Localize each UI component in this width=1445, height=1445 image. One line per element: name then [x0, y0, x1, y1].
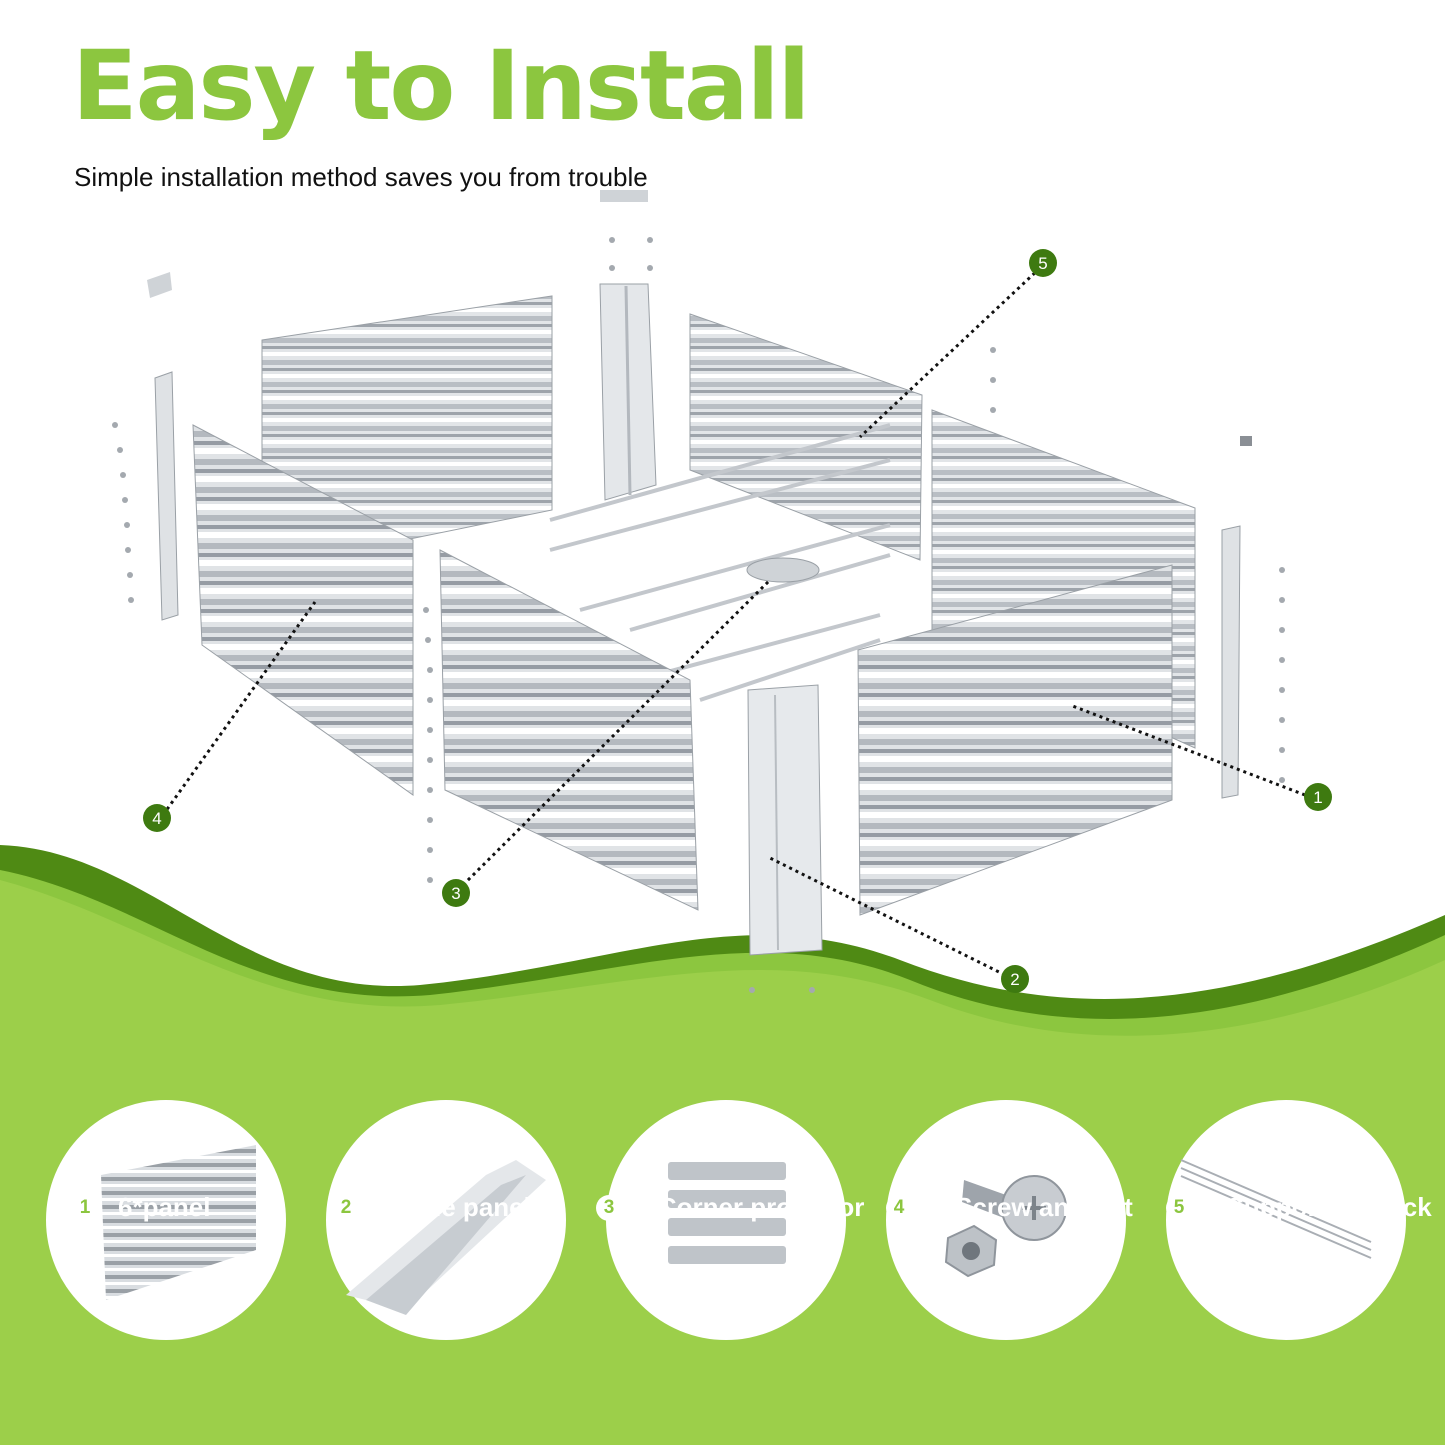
- post-cap-left: [147, 272, 172, 298]
- callout-2: 2: [1001, 965, 1029, 993]
- panel-front-right: [857, 564, 1173, 916]
- callout-1: 1: [1304, 783, 1332, 811]
- corner-protector-icon: [668, 1162, 786, 1264]
- part-number-3: 3: [596, 1194, 622, 1221]
- part-thumb-corner-protector: [606, 1100, 846, 1340]
- part-number-1: 1: [72, 1194, 98, 1221]
- part-number-5: 5: [1166, 1194, 1192, 1221]
- part-label-corner-protector: 3 4* Corner protector: [596, 1192, 864, 1223]
- part-text-corner-protector: 4* Corner protector: [626, 1192, 865, 1222]
- support-center-bracket: [746, 557, 820, 583]
- callout-3-number: 3: [451, 884, 460, 903]
- side-post-left: [154, 371, 179, 621]
- part-text-screw-nut: 80*Screw and nut: [916, 1192, 1133, 1222]
- leader-lines: [161, 266, 1306, 977]
- part-thumb-side-panel: [326, 1100, 566, 1340]
- part-thumb-panel: [46, 1100, 286, 1340]
- part-label-side-panel: 2 4* Side panel: [333, 1192, 531, 1223]
- corrugated-panel-icon: [101, 1145, 256, 1300]
- screw-dots: [112, 237, 1285, 993]
- side-panel-icon: [346, 1160, 546, 1315]
- part-thumb-supporting-stick: [1166, 1100, 1406, 1340]
- supporting-stick-icon: [1180, 1159, 1372, 1259]
- corner-post-front: [747, 684, 823, 956]
- panel-back-right: [689, 313, 923, 561]
- callout-1-number: 1: [1313, 788, 1322, 807]
- screw-and-nut-icon: [944, 1175, 1067, 1278]
- callout-3: 3: [442, 879, 470, 907]
- panel-front-middle: [439, 549, 699, 911]
- part-number-4: 4: [886, 1194, 912, 1221]
- callout-4: 4: [143, 804, 171, 832]
- part-label-screw-nut: 4 80*Screw and nut: [886, 1192, 1133, 1223]
- callout-4-number: 4: [152, 809, 161, 828]
- part-thumb-screw-nut: [886, 1100, 1126, 1340]
- part-text-panel: 6*panel: [118, 1192, 211, 1222]
- callout-5-number: 5: [1038, 254, 1047, 273]
- post-cap-right: [1240, 436, 1252, 446]
- callout-5: 5: [1029, 249, 1057, 277]
- page-title: Easy to Install: [72, 30, 810, 142]
- page-subtitle: Simple installation method saves you fro…: [74, 162, 648, 192]
- panel-back-left: [261, 295, 553, 541]
- side-post-right: [1221, 525, 1241, 799]
- panel-front-left: [192, 424, 414, 796]
- part-label-supporting-stick: 5 6*Supporting stick: [1166, 1192, 1432, 1223]
- part-number-2: 2: [333, 1194, 359, 1221]
- callout-2-number: 2: [1010, 970, 1019, 989]
- part-text-side-panel: 4* Side panel: [369, 1192, 531, 1222]
- post-cap-top: [600, 190, 648, 202]
- part-label-panel: 1 6*panel: [72, 1192, 211, 1223]
- part-text-supporting-stick: 6*Supporting stick: [1202, 1192, 1432, 1222]
